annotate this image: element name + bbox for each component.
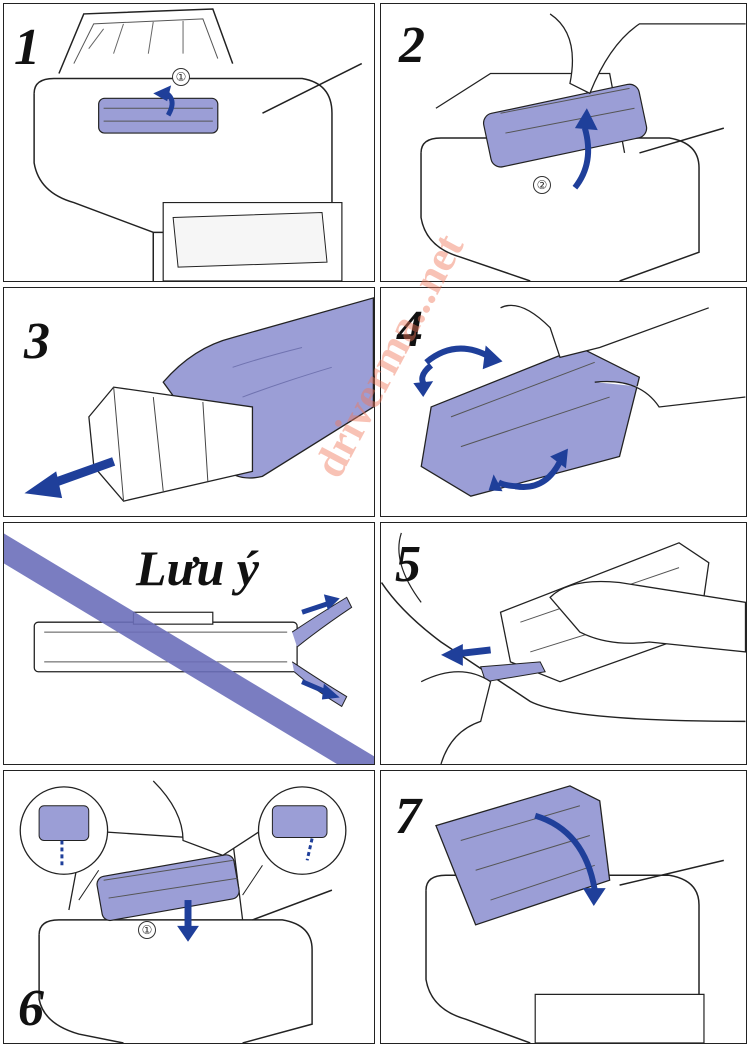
remove-cartridge-illustration: [420, 13, 746, 281]
order-marker: ①: [172, 68, 190, 86]
step-number: 5: [395, 536, 421, 593]
step-1-panel: 1 ①: [3, 3, 375, 282]
caution-panel: Lưu ý: [3, 522, 375, 765]
step-number: 6: [18, 980, 44, 1037]
caution-title: Lưu ý: [136, 540, 259, 596]
step-3-panel: 3: [3, 287, 375, 517]
step-number: 1: [14, 19, 40, 76]
shake-cartridge-illustration: [413, 304, 746, 497]
step-number: 2: [399, 17, 425, 74]
step-5-panel: 5: [380, 522, 747, 765]
step-number: 3: [24, 313, 50, 370]
step-number: 7: [395, 788, 421, 845]
order-marker: ①: [138, 921, 156, 939]
insert-cartridge-illustration: [19, 780, 347, 1043]
step-7-panel: 7: [380, 770, 747, 1044]
step-6-panel: 6 ①: [3, 770, 375, 1044]
order-marker: ②: [533, 176, 551, 194]
remove-sealing-tape-illustration: [381, 532, 746, 764]
step-number: 4: [397, 301, 423, 358]
unwrap-cartridge-illustration: [24, 297, 374, 502]
do-not-pull-incorrectly-illustration: [4, 533, 374, 764]
step-4-panel: 4: [380, 287, 747, 517]
step-2-panel: 2 ②: [380, 3, 747, 282]
close-lid-illustration: [425, 785, 724, 1043]
printer-open-lid-illustration: [33, 8, 363, 281]
